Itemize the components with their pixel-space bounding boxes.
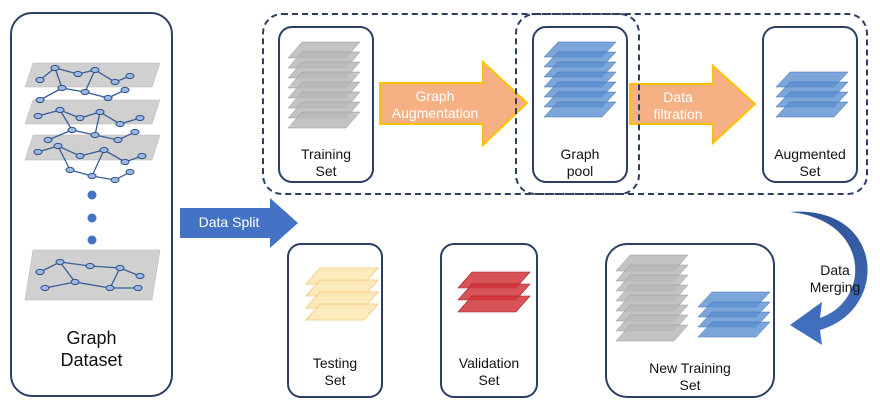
augmented-set-box [762,26,858,183]
training-set-label: Training Set [300,146,352,179]
graph-pool-stack [543,41,617,118]
ellipsis-dots [87,190,97,245]
validation-set-box [440,243,538,398]
filtration-group-dashed-outline [515,13,868,195]
training-set-stack [287,41,361,129]
training-set-box [278,26,374,183]
testing-set-box [287,243,383,398]
graph-pool-box [532,26,628,183]
data-split-label: Data Split [198,214,260,230]
validation-set-label: Validation Set [458,355,520,388]
new-training-set-box [605,243,775,398]
graph-pool-label: Graph pool [560,146,600,179]
augmented-set-label: Augmented Set [774,146,846,179]
validation-set-stack [457,271,531,313]
network-nodes [33,64,147,292]
new-training-gray-stack [615,254,689,342]
testing-set-stack [305,267,379,321]
data-filtration-arrow [629,63,757,146]
new-training-blue-stack [697,291,771,338]
data-split-arrow [180,198,298,248]
new-training-set-label: New Training Set [649,360,731,393]
augmented-set-stack [775,71,849,118]
training-group-dashed-outline [262,13,640,195]
data-filtration-label: Data filtration [653,89,703,122]
graph-augmentation-arrow [379,59,529,148]
graph-dataset-box [10,12,173,397]
graph-dataset-label: Graph Dataset [60,328,123,370]
data-merging-label: Data Merging [809,262,861,295]
data-merging-arrow [790,211,868,345]
testing-set-label: Testing Set [312,355,358,388]
graph-augmentation-label: Graph Augmentation [391,88,479,121]
